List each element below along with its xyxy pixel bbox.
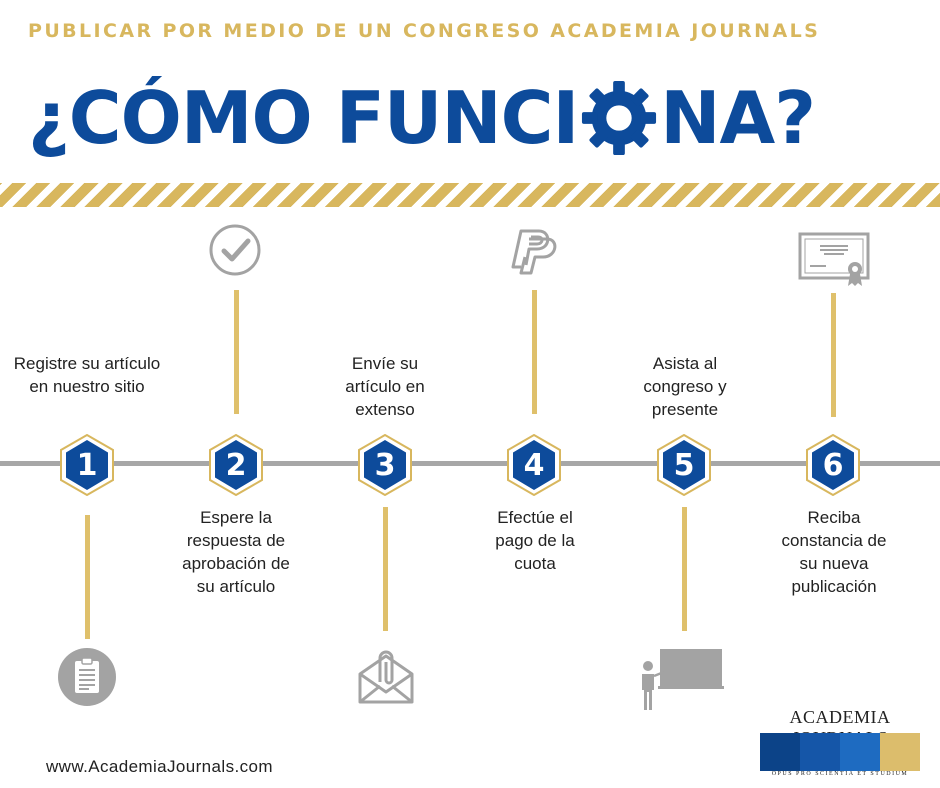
- step-badge-6: 6: [805, 433, 861, 497]
- page-title: ¿CÓMO FUNCI NA?: [28, 70, 816, 170]
- mail-attachment-icon: [358, 650, 414, 704]
- paypal-icon: [511, 229, 557, 275]
- hexagon-icon: [657, 433, 711, 497]
- step-text-2: Espere la respuesta de aprobación de su …: [182, 508, 290, 596]
- step-text-5: Asista al congreso y presente: [643, 354, 727, 419]
- hexagon-icon: [507, 433, 561, 497]
- logo-block-1: [760, 733, 800, 771]
- step-number-6: 6: [822, 447, 844, 483]
- gear-icon: [582, 80, 657, 156]
- step-text-6: Reciba constancia de su nueva publicació…: [781, 508, 887, 596]
- hexagon-icon: [806, 433, 860, 497]
- step-badge-3: 3: [357, 433, 413, 497]
- logo-block-2: [800, 733, 840, 771]
- timeline-line: [0, 461, 940, 466]
- step-badge-1: 1: [59, 433, 115, 497]
- step-badge-5: 5: [656, 433, 712, 497]
- step-text-4: Efectúe el pago de la cuota: [495, 508, 575, 573]
- academia-journals-logo: ACADEMIA JOURNALS OPUS PRO SCIENTIA ET S…: [760, 707, 920, 779]
- logo-motto: OPUS PRO SCIENTIA ET STUDIUM: [771, 771, 909, 777]
- connector-line-6: [831, 293, 836, 417]
- connector-line-5: [682, 507, 687, 631]
- title-text-end: NA?: [660, 76, 816, 160]
- logo-block-4: [880, 733, 920, 771]
- title-text-start: ¿CÓMO FUNCI: [28, 76, 579, 160]
- step-number-1: 1: [76, 447, 98, 483]
- step-number-4: 4: [523, 447, 545, 483]
- step-text-3: Envíe su artículo en extenso: [345, 354, 425, 419]
- connector-line-1: [85, 515, 90, 639]
- hexagon-icon: [358, 433, 412, 497]
- checkmark-icon: [209, 224, 261, 276]
- step-text-1: Registre su artículo en nuestro sitio: [13, 354, 161, 396]
- hexagon-icon: [60, 433, 114, 497]
- website-url: www.AcademiaJournals.com: [46, 757, 273, 776]
- striped-divider: [0, 183, 940, 207]
- step-number-2: 2: [225, 447, 247, 483]
- connector-line-4: [532, 290, 537, 414]
- step-number-3: 3: [374, 447, 396, 483]
- step-number-5: 5: [673, 447, 695, 483]
- presenter-icon: [642, 649, 724, 710]
- certificate-icon: [798, 232, 870, 286]
- logo-block-3: [840, 733, 880, 771]
- step-badge-2: 2: [208, 433, 264, 497]
- subtitle: PUBLICAR POR MEDIO DE UN CONGRESO ACADEM…: [28, 20, 821, 42]
- connector-line-3: [383, 507, 388, 631]
- clipboard-icon: [58, 648, 116, 706]
- connector-line-2: [234, 290, 239, 414]
- step-badge-4: 4: [506, 433, 562, 497]
- hexagon-icon: [209, 433, 263, 497]
